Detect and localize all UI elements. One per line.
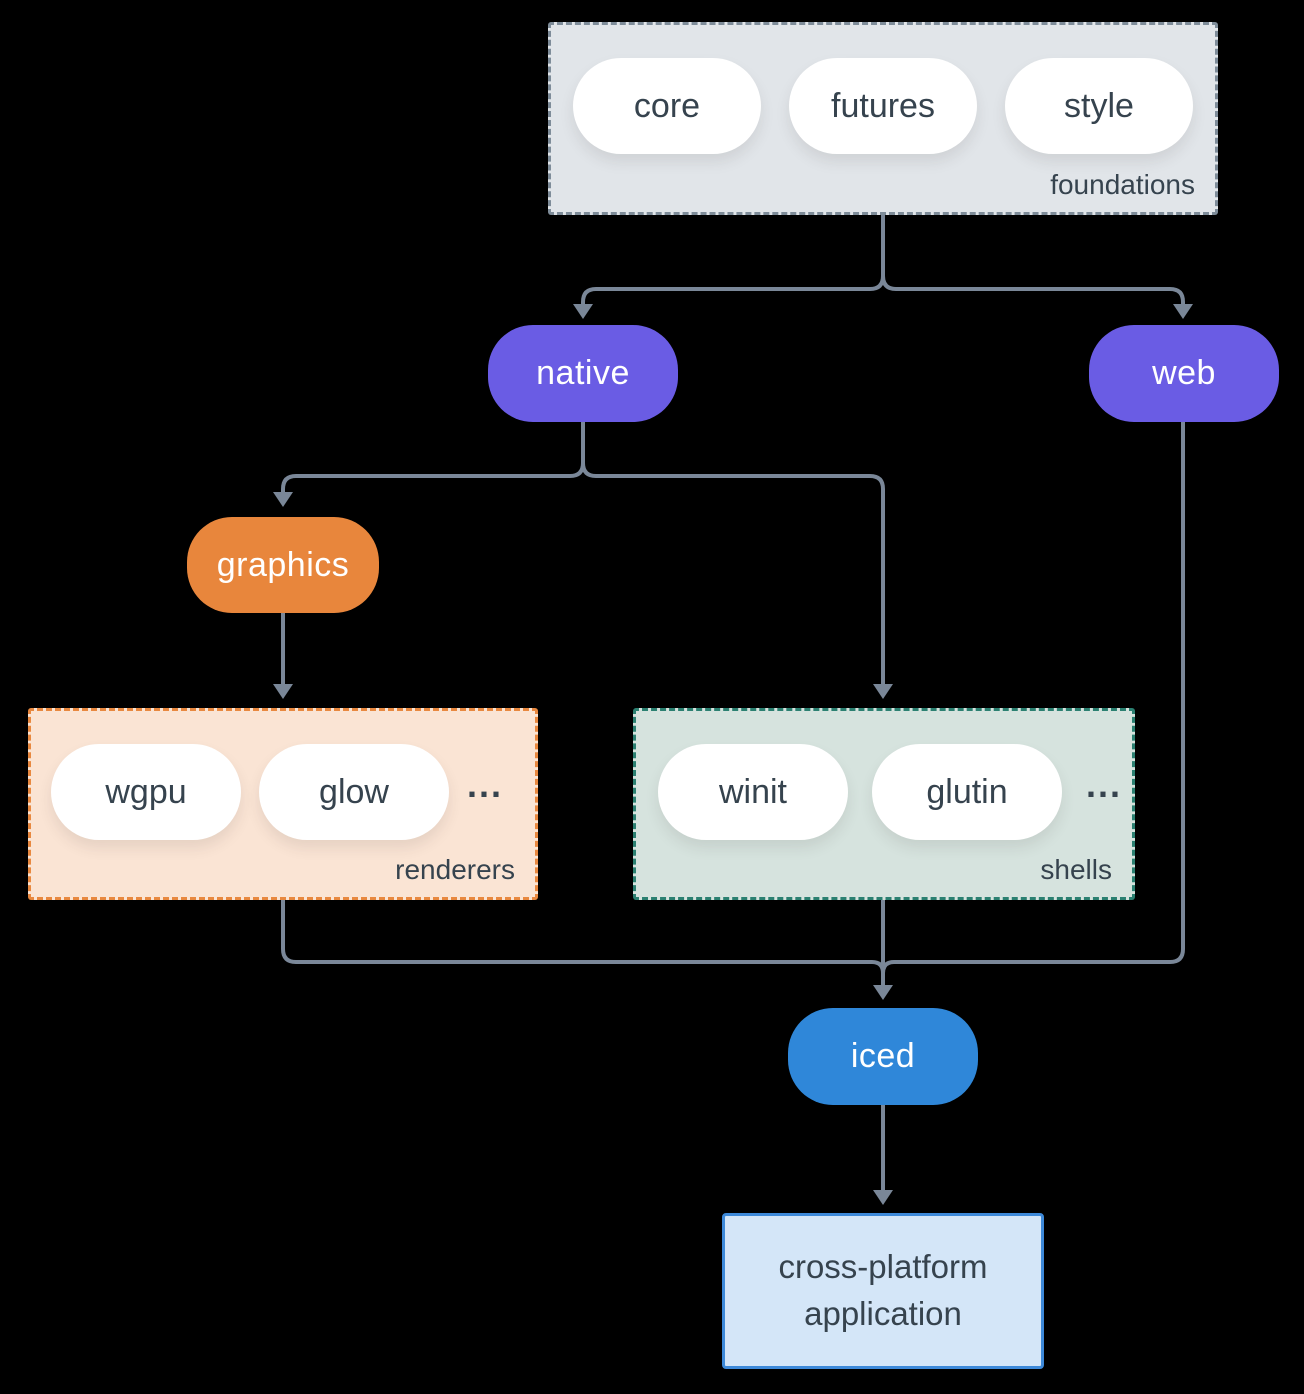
node-style: style xyxy=(1005,58,1193,154)
shells-ellipsis: ... xyxy=(1086,764,1123,805)
edge-foundations-native xyxy=(573,215,885,319)
node-wgpu: wgpu xyxy=(51,744,241,840)
edge-renderers-iced xyxy=(281,900,885,974)
node-application: cross-platform application xyxy=(722,1213,1044,1369)
foundations-label: foundations xyxy=(1050,169,1195,200)
node-graphics: graphics xyxy=(187,517,379,613)
shells-label: shells xyxy=(1040,854,1112,885)
node-web: web xyxy=(1089,325,1279,422)
renderers-label: renderers xyxy=(395,854,515,885)
group-shells: winit glutin ... shells xyxy=(633,708,1135,900)
group-renderers: wgpu glow ... renderers xyxy=(28,708,538,900)
edge-iced-application xyxy=(873,1105,893,1205)
foundations-pill-row: core futures style xyxy=(551,58,1215,154)
edge-graphics-renderers xyxy=(273,613,293,699)
edge-native-graphics xyxy=(273,422,585,507)
node-winit: winit xyxy=(658,744,848,840)
renderers-ellipsis: ... xyxy=(467,764,504,805)
shells-pill-row: winit glutin ... xyxy=(636,744,1132,840)
edge-shells-iced xyxy=(873,900,893,1000)
node-glow: glow xyxy=(259,744,449,840)
node-iced: iced xyxy=(788,1008,978,1105)
edge-foundations-web xyxy=(881,215,1193,319)
edge-native-shells xyxy=(581,422,893,699)
node-core: core xyxy=(573,58,761,154)
group-foundations: core futures style foundations xyxy=(548,22,1218,215)
renderers-pill-row: wgpu glow ... xyxy=(31,744,535,840)
node-glutin: glutin xyxy=(872,744,1062,840)
node-native: native xyxy=(488,325,678,422)
node-futures: futures xyxy=(789,58,977,154)
